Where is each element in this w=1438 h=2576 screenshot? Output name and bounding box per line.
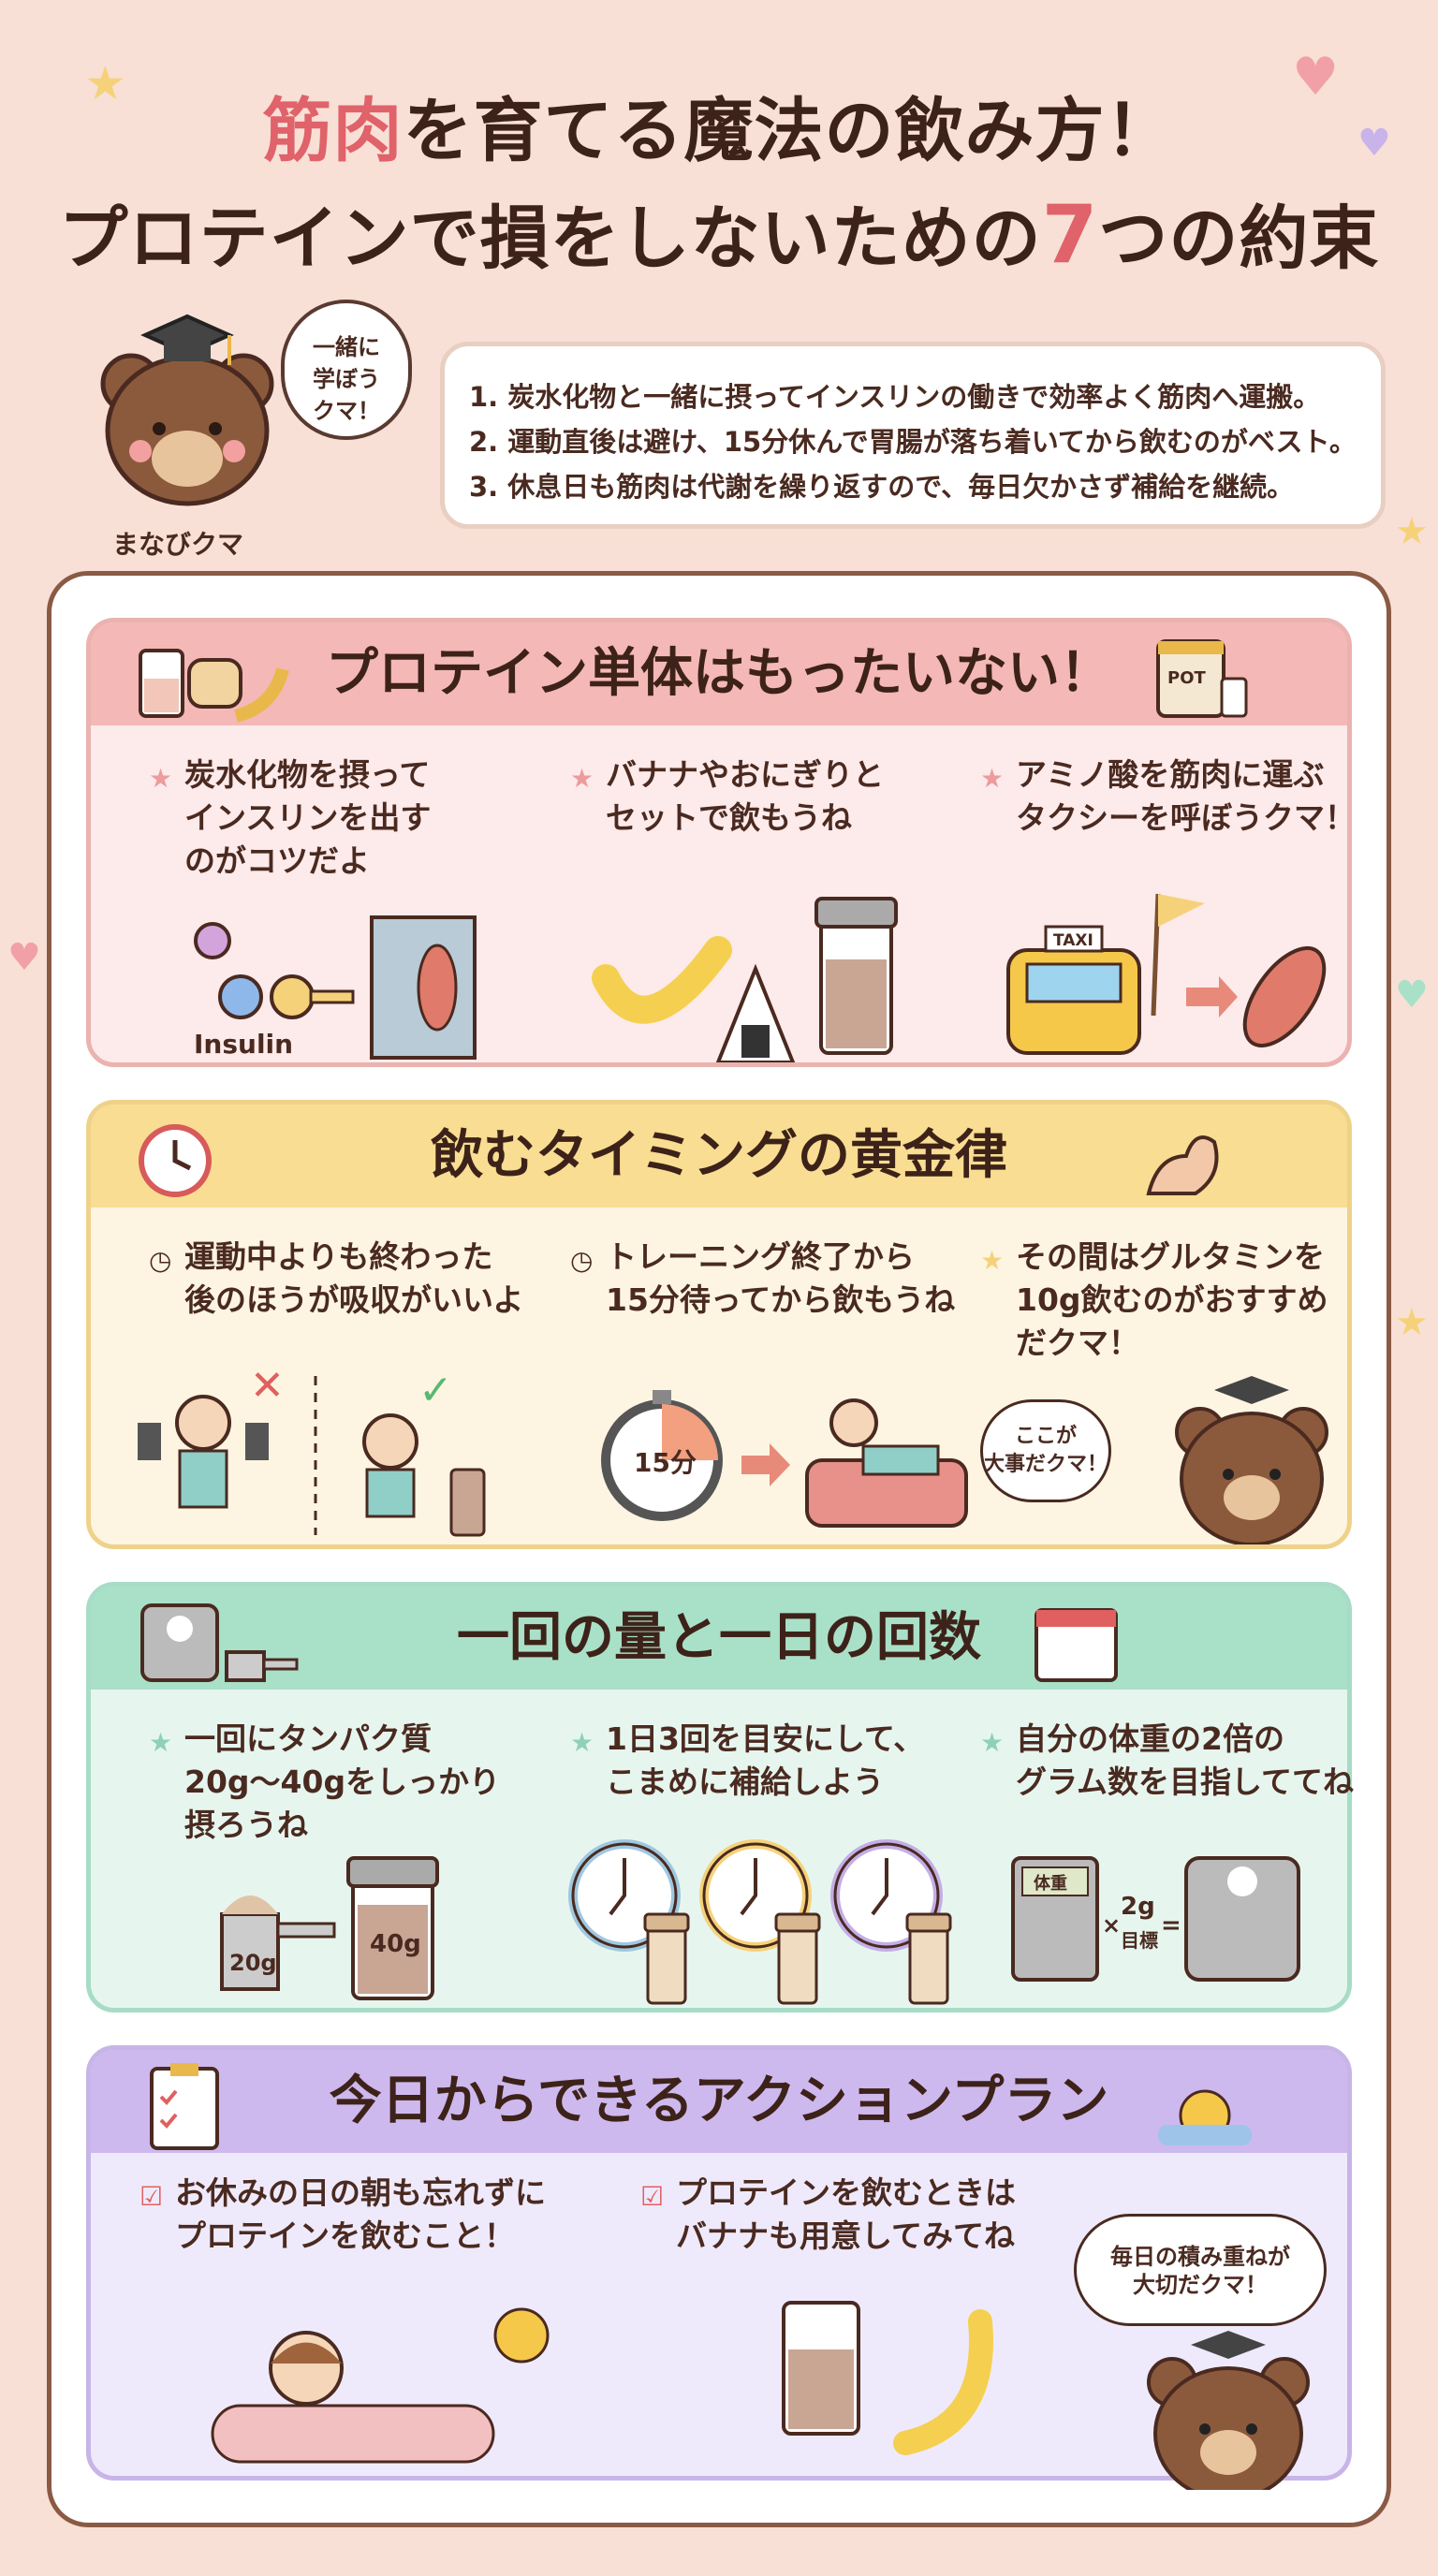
- section-protein-alone: プロテイン単体はもったいない！ POT ★炭水化物を摂って インスリンを出す の…: [86, 618, 1356, 1067]
- clock-with-shaker: [568, 1839, 690, 2005]
- tip-item: ◷運動中よりも終わった 後のほうが吸収がいいよ: [149, 1238, 524, 1318]
- page-title-line1: 筋肉を育てる魔法の飲み方！: [262, 91, 1176, 171]
- intro-point: 2. 運動直後は避け、15分休んで胃腸が落ち着いてから飲むのがベスト。: [469, 426, 1357, 458]
- checkbox-icon: ☑: [139, 2181, 164, 2212]
- bear-mascot-icon: [100, 314, 274, 506]
- factor-label: 2g: [1121, 1893, 1155, 1921]
- calendar-icon: [1034, 1608, 1118, 1682]
- tip-item: ★バナナやおにぎりと セットで飲もうね: [570, 756, 884, 836]
- section-header: 今日からできるアクションプラン: [91, 2050, 1347, 2153]
- heart-decoration: ♥: [1292, 47, 1340, 108]
- intro-point: 1. 炭水化物と一緒に摂ってインスリンの働きで効率よく筋肉へ運搬。: [469, 381, 1321, 413]
- bear-with-scoop-icon: [1175, 1376, 1328, 1544]
- scale-scoop-icon: [140, 1603, 299, 1682]
- clock-with-shaker: [699, 1839, 821, 2005]
- workout-vs-rest-icon: ✕✓: [138, 1362, 486, 1537]
- sunrise-icon: [1158, 2089, 1252, 2145]
- clock-with-shaker: [830, 1839, 952, 2005]
- bear-speech-bubble: ここが 大事だクマ！: [980, 1399, 1111, 1502]
- shaker-label: 40g: [370, 1930, 421, 1958]
- tip-item: ★自分の体重の2倍の グラム数を目指しててね: [980, 1720, 1355, 1800]
- intro-speech-bubble: 1. 炭水化物と一緒に摂ってインスリンの働きで効率よく筋肉へ運搬。 2. 運動直…: [440, 342, 1386, 529]
- page-title-line2: プロテインで損をしないための7つの約束: [58, 188, 1380, 282]
- star-icon: ★: [149, 1727, 173, 1758]
- intro-point: 3. 休息日も筋肉は代謝を繰り返すので、毎日欠かさず補給を継続。: [469, 471, 1295, 503]
- tip-item: ★アミノ酸を筋肉に運ぶ タクシーを呼ぼうクマ！: [980, 756, 1356, 836]
- shaker-bread-banana-icon: [139, 649, 289, 723]
- bear-thumbs-up-icon: [1147, 2331, 1310, 2490]
- star-decoration: ★: [1395, 1301, 1429, 1344]
- star-decoration: ★: [84, 56, 126, 110]
- clock-refresh-icon: [139, 1124, 212, 1197]
- section-header: 一回の量と一日の回数: [91, 1587, 1347, 1690]
- star-icon: ★: [980, 1245, 1005, 1276]
- clock-icon: ◷: [570, 1245, 594, 1276]
- checklist-clipboard-icon: [150, 2063, 219, 2150]
- scoop-label: 20g: [229, 1950, 277, 1976]
- bear-speech-bubble: 毎日の積み重ねが 大切だクマ！: [1074, 2214, 1327, 2326]
- section-action-plan: 今日からできるアクションプラン ☑お休みの日の朝も忘れずに プロテインを飲むこと…: [86, 2045, 1352, 2490]
- protein-pot-icon: POT: [1156, 639, 1248, 718]
- svg-text:✕: ✕: [250, 1362, 285, 1410]
- tip-item: ◷トレーニング終了から 15分待ってから飲もうね: [570, 1238, 956, 1318]
- taxi-muscle-icon: TAXI: [1006, 893, 1327, 1055]
- timer-sofa-icon: 15分: [601, 1390, 968, 1528]
- clock-icon: ◷: [149, 1245, 172, 1276]
- equals-sign: =: [1161, 1911, 1181, 1939]
- checkbox-icon: ☑: [640, 2181, 665, 2212]
- tip-item: ★一回にタンパク質 20g～40gをしっかり 摂ろうね: [149, 1720, 501, 1843]
- timer-label: 15分: [634, 1447, 697, 1478]
- star-icon: ★: [980, 763, 1005, 794]
- calculator-scale-icon: 体重 ×2g 目標=: [1011, 1856, 1300, 1982]
- action-item: ☑プロテインを飲むときは バナナも用意してみてね: [640, 2174, 1016, 2254]
- star-icon: ★: [570, 1727, 594, 1758]
- section-timing: 飲むタイミングの黄金律 ◷運動中よりも終わった 後のほうが吸収がいいよ ◷トレー…: [86, 1100, 1352, 1549]
- taxi-label: TAXI: [1053, 931, 1093, 950]
- star-icon: ★: [570, 763, 594, 794]
- mascot-speech-bubble: 一緒に 学ぼう クマ！: [281, 300, 412, 440]
- section-header: 飲むタイミングの黄金律: [91, 1105, 1347, 1208]
- insulin-key-door-icon: Insulin: [194, 915, 477, 1060]
- heart-decoration: ♥: [1357, 122, 1391, 165]
- action-item: ☑お休みの日の朝も忘れずに プロテインを飲むこと！: [139, 2174, 546, 2254]
- banana-onigiri-shaker-icon: [592, 897, 898, 1062]
- shaker-banana-hands-icon: [782, 2301, 993, 2455]
- times-sign: ×: [1102, 1912, 1121, 1939]
- heart-decoration: ♥: [1395, 973, 1429, 1017]
- scoop-shaker-icon: 20g 40g: [220, 1856, 439, 2000]
- insulin-label: Insulin: [194, 1029, 293, 1060]
- three-clocks-icon: [568, 1839, 952, 2005]
- tip-item: ★その間はグルタミンを 10g飲むのがおすすめ だクマ！: [980, 1238, 1328, 1361]
- tip-item: ★炭水化物を摂って インスリンを出す のがコツだよ: [149, 756, 432, 879]
- svg-text:✓: ✓: [418, 1367, 453, 1414]
- goal-label: 目標: [1121, 1929, 1158, 1952]
- mascot-name: まなびクマ: [112, 529, 244, 560]
- morning-sleeping-person-icon: [211, 2307, 550, 2464]
- heart-decoration: ♥: [7, 936, 41, 979]
- pot-label: POT: [1167, 668, 1206, 688]
- section-header: プロテイン単体はもったいない！: [91, 622, 1347, 725]
- star-icon: ★: [980, 1727, 1005, 1758]
- calc-label: 体重: [1034, 1873, 1067, 1894]
- flexed-arm-icon: [1146, 1135, 1219, 1195]
- star-decoration: ★: [1395, 510, 1429, 553]
- tip-item: ★1日3回を目安にして、 こまめに補給しよう: [570, 1720, 925, 1800]
- star-icon: ★: [149, 763, 173, 794]
- section-amount-frequency: 一回の量と一日の回数 ★一回にタンパク質 20g～40gをしっかり 摂ろうね ★…: [86, 1582, 1354, 2012]
